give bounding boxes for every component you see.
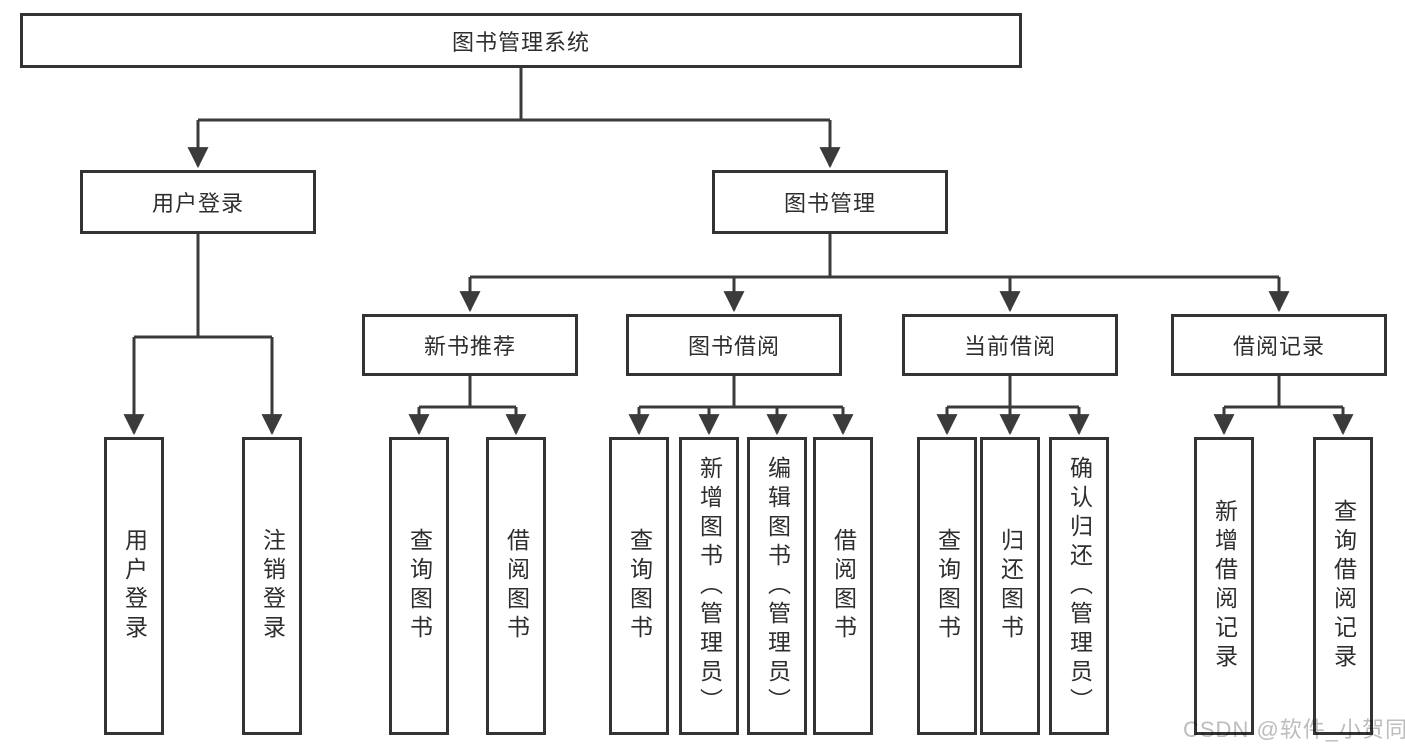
node-book-borrowing: 图书借阅: [626, 314, 842, 376]
leaf-return-books: 归还图书: [980, 437, 1040, 735]
leaf-query-books-recommend: 查询图书: [389, 437, 449, 735]
leaf-confirm-return-admin: 确认归还（管理员）: [1049, 437, 1109, 735]
leaf-query-books-current: 查询图书: [917, 437, 977, 735]
node-book-management: 图书管理: [712, 170, 948, 234]
leaf-borrow-books-recommend: 借阅图书: [486, 437, 546, 735]
node-new-book-recommendation: 新书推荐: [362, 314, 578, 376]
leaf-logout: 注销登录: [242, 437, 302, 735]
leaf-query-borrow-record: 查询借阅记录: [1313, 437, 1373, 735]
leaf-add-books-admin: 新增图书（管理员）: [679, 437, 739, 735]
node-borrowing-records: 借阅记录: [1171, 314, 1387, 376]
node-user-login: 用户登录: [80, 170, 316, 234]
leaf-add-borrow-record: 新增借阅记录: [1194, 437, 1254, 735]
leaf-borrow-books-borrowing: 借阅图书: [813, 437, 873, 735]
leaf-query-books-borrowing: 查询图书: [609, 437, 669, 735]
leaf-user-login: 用户登录: [104, 437, 164, 735]
node-current-borrowing: 当前借阅: [902, 314, 1118, 376]
node-library-management-system: 图书管理系统: [20, 13, 1022, 68]
csdn-watermark: CSDN @软件_小贺同学: [1183, 717, 1405, 742]
leaf-edit-books-admin: 编辑图书（管理员）: [747, 437, 807, 735]
